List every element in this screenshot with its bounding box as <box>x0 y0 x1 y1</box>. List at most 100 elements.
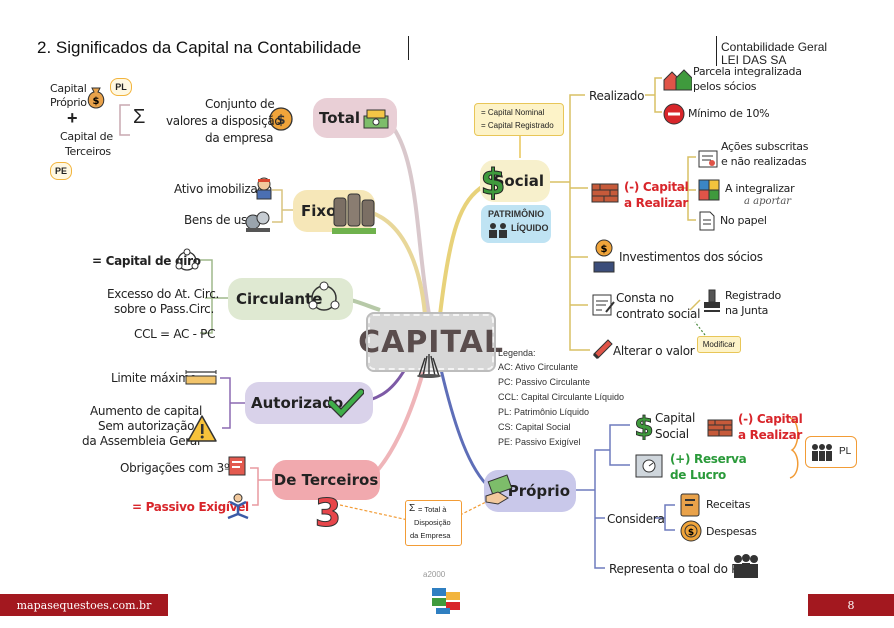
title-cursor <box>408 36 409 60</box>
proprio-reserva-line2: de Lucro <box>670 468 726 482</box>
total-def-line1: Conjunto de <box>205 97 275 111</box>
social-aportar: a aportar <box>744 196 792 207</box>
coins-icon: $ <box>678 518 704 544</box>
people-group-icon <box>487 221 509 239</box>
social-callout: = Capital Nominal = Capital Registrado <box>474 103 564 136</box>
social-realizado: Realizado <box>589 89 645 103</box>
document-icon <box>697 210 717 232</box>
proprio-label: Próprio <box>507 482 570 500</box>
ruler-limit-icon <box>184 368 218 386</box>
terceiros-label: De Terceiros <box>273 471 379 489</box>
money-bag-icon: $ <box>84 84 108 110</box>
businessman-icon: $ <box>590 238 618 274</box>
money-pile-icon <box>360 102 392 134</box>
legend-item-pl: PL: Patrimônio Líquido <box>498 407 590 417</box>
easter-island-statues-icon <box>330 188 378 236</box>
proprio-receitas: Receitas <box>706 498 751 511</box>
legend-item-pc: PC: Passivo Circulante <box>498 377 591 387</box>
terceiros-item-passivo-exigivel: = Passivo Exigível <box>132 500 249 514</box>
autorizado-item-aumento: Aumento de capital <box>90 404 203 418</box>
total-def-line3: da empresa <box>205 131 274 145</box>
social-registrado-line2: na Junta <box>725 304 769 317</box>
circulante-item-excesso-line1: Excesso do At. Circ. <box>107 287 220 301</box>
legend-title: Legenda: <box>498 348 536 358</box>
pl-people-icon <box>809 442 835 462</box>
legend-item-ac: AC: Ativo Circulante <box>498 362 579 372</box>
legend-item-pe: PE: Passivo Exigível <box>498 437 581 447</box>
terceiros-note-line2: Disposição <box>414 518 451 527</box>
pl-box-line1: PATRIMÔNIO <box>488 209 545 219</box>
header-topic: LEI DAS SA <box>721 53 787 67</box>
social-papel: No papel <box>720 214 767 227</box>
circulante-item-excesso-line2: sobre o Pass.Circ. <box>114 302 214 316</box>
terceiros-note-box: Σ = Total à Disposição da Empresa <box>405 500 462 546</box>
modificar-label: Modificar <box>702 340 736 349</box>
brasilia-monument-icon <box>415 352 443 378</box>
modificar-badge: Modificar <box>697 336 741 353</box>
footer-page-bar: 8 <box>808 594 894 616</box>
autorizado-item-limite-maximo: Limite máximo <box>111 371 197 385</box>
representa-people-icon <box>730 552 762 580</box>
footer-site: mapasequestoes.com.br <box>16 598 152 612</box>
terceiros-note-line1: = Total à <box>418 505 447 514</box>
capital-center-label: CAPITAL <box>358 324 504 360</box>
receipt-icon <box>678 492 702 518</box>
coin-dollar-icon: $ <box>268 106 294 132</box>
capital-terceiros-line1: Capital de <box>60 130 113 143</box>
proprio-cs-line2: Social <box>655 427 689 441</box>
terceiros-note-line3: da Empresa <box>410 531 451 540</box>
capital-proprio-line2: Próprio <box>50 96 87 109</box>
pl-box-line2: LÍQUIDO <box>511 223 549 233</box>
brick-wall-worker-icon <box>590 178 620 208</box>
capital-proprio-line1: Capital <box>50 82 87 95</box>
svg-text:$: $ <box>480 162 505 200</box>
legend-item-ccl: CCL: Capital Circulante Líquido <box>498 392 625 402</box>
safe-icon <box>634 452 664 480</box>
terceiros-node: De Terceiros <box>272 460 380 500</box>
social-label: Social <box>493 172 544 190</box>
circulante-item-ccl: CCL = AC - PC <box>134 327 216 341</box>
proprio-realizar-line2: a Realizar <box>738 428 802 442</box>
social-alterar: Alterar o valor <box>613 344 695 358</box>
proprio-despesas: Despesas <box>706 525 757 538</box>
dollar-sign-icon: $ <box>480 162 506 200</box>
pe-badge-label: PE <box>54 166 67 176</box>
footer-site-bar: mapasequestoes.com.br <box>0 594 168 616</box>
social-investimentos: Investimentos dos sócios <box>619 250 763 264</box>
proprio-brick-worker-icon <box>706 414 734 442</box>
signed-contract-icon <box>590 292 616 318</box>
social-realizar-line2: a Realizar <box>624 196 688 210</box>
gears-pile-icon <box>244 208 272 234</box>
social-parcela-line1: Parcela integralizada <box>693 65 802 78</box>
sigma-symbol: Σ <box>133 106 146 128</box>
minus-circle-icon <box>662 102 686 126</box>
social-acoes-line2: e não realizadas <box>721 155 807 168</box>
circulante-node: Circulante <box>228 278 353 320</box>
proprio-considera: Considera <box>607 512 665 526</box>
social-minimo: Mínimo de 10% <box>688 107 770 120</box>
puzzle-icon <box>697 178 723 202</box>
hand-money-icon <box>484 474 514 506</box>
fixo-label: Fixo <box>301 202 337 220</box>
worker-icon <box>253 176 275 200</box>
circulante-label: Circulante <box>236 290 323 308</box>
invoice-icon <box>226 454 250 478</box>
footer-code: a2000 <box>423 570 446 579</box>
fixo-item-ativo-imobilizado: Ativo imobilizado <box>174 182 272 196</box>
svg-text:$: $ <box>93 96 100 107</box>
warning-icon <box>186 414 218 444</box>
page-title: 2. Significados da Capital na Contabilid… <box>37 38 362 57</box>
social-realizar-line1: (-) Capital <box>624 180 689 194</box>
header-divider <box>716 36 717 66</box>
social-integralizar: A integralizar <box>725 182 795 195</box>
svg-text:$: $ <box>276 113 285 128</box>
social-node: Social <box>480 160 550 202</box>
terceiros-item-obrigacoes: Obrigações com 3ºs <box>120 461 236 475</box>
svg-text:$: $ <box>601 244 608 255</box>
social-registrado-line1: Registrado <box>725 289 781 302</box>
number-three-icon: 3 <box>310 492 346 532</box>
social-consta-line1: Consta no <box>616 291 674 305</box>
eraser-pencil-icon <box>590 336 616 360</box>
capital-center-node: CAPITAL <box>358 312 503 372</box>
